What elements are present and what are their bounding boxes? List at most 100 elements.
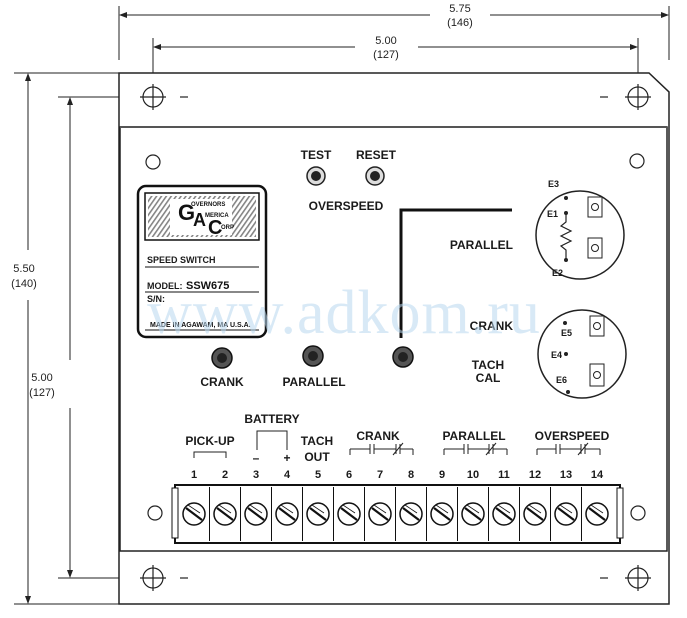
terminal-screw[interactable] [337, 502, 361, 526]
overspeed-contact-symbols [536, 442, 601, 456]
logo-america: MERICA [205, 213, 229, 219]
test-button[interactable] [306, 166, 326, 186]
terminal-number: 1 [191, 469, 197, 481]
mounting-hole-top-left [140, 84, 188, 110]
crank-contact-symbols [349, 442, 414, 456]
e4-label: E4 [551, 350, 562, 360]
dim-hole-height: 5.00 [31, 372, 52, 384]
reset-label: RESET [356, 148, 397, 162]
cal-jumper-label: CAL [476, 371, 501, 385]
logo-governors: OVERNORS [191, 202, 225, 208]
reset-button[interactable] [365, 166, 385, 186]
terminal-screw[interactable] [213, 502, 237, 526]
parallel-group-label: PARALLEL [442, 429, 505, 443]
dim-overall-height: 5.50 [13, 263, 34, 275]
cover-screw-bottom-left [147, 505, 163, 521]
terminal-number: 10 [467, 469, 479, 481]
watermark: www.adkom.ru [147, 279, 541, 347]
mounting-hole-top-right [600, 84, 651, 110]
dim-hole-width: 5.00 [375, 35, 396, 47]
made-in-label: MADE IN AGAWAM, MA U.S.A. [150, 322, 251, 329]
resistor-symbol [559, 214, 573, 259]
nameplate: G OVERNORS A MERICA C ORP SPEED SWITCH M… [136, 184, 268, 339]
test-label: TEST [301, 148, 332, 162]
terminal-screw[interactable] [554, 502, 578, 526]
dim-overall-height-mm: (140) [11, 278, 37, 290]
battery-bracket [256, 430, 288, 450]
terminal-number: 12 [529, 469, 541, 481]
pickup-bracket [193, 451, 227, 458]
terminal-screw[interactable] [399, 502, 423, 526]
battery-minus: – [253, 451, 260, 465]
terminal-screw[interactable] [275, 502, 299, 526]
overspeed-group-label: OVERSPEED [535, 429, 610, 443]
logo-letter-c: C [208, 217, 222, 239]
jumper-block-crank-tach [537, 309, 627, 399]
tach-out-label-1: TACH [301, 434, 333, 448]
terminal-screw[interactable] [182, 502, 206, 526]
e1-label: E1 [547, 209, 558, 219]
terminal-number: 13 [560, 469, 572, 481]
parallel-contact-symbols [443, 442, 508, 456]
terminal-number: 6 [346, 469, 352, 481]
product-name: SPEED SWITCH [147, 255, 216, 265]
e3-label: E3 [548, 179, 559, 189]
battery-group-label: BATTERY [244, 412, 299, 426]
terminal-number: 11 [498, 469, 510, 481]
e5-label: E5 [561, 328, 572, 338]
tach-out-label-2: OUT [304, 450, 330, 464]
terminal-screw[interactable] [461, 502, 485, 526]
crank-jumper-label: CRANK [470, 319, 514, 333]
model-label: MODEL: [147, 281, 183, 291]
overspeed-bracket-line [399, 208, 512, 338]
cover-screw-top-left [145, 154, 161, 170]
crank-pot[interactable] [211, 347, 233, 369]
logo-corp: ORP [221, 225, 234, 231]
logo-letter-g: G [178, 200, 195, 225]
dim-hole-height-mm: (127) [29, 387, 55, 399]
dim-hole-width-mm: (127) [373, 49, 399, 61]
terminal-number: 14 [591, 469, 604, 481]
terminal-screw[interactable] [585, 502, 609, 526]
overspeed-label: OVERSPEED [309, 199, 384, 213]
dim-overall-width: 5.75 [449, 3, 470, 15]
terminal-number: 3 [253, 469, 259, 481]
e2-label: E2 [552, 268, 563, 278]
terminal-screw[interactable] [523, 502, 547, 526]
dimension-arrows [25, 12, 669, 604]
terminal-screw[interactable] [306, 502, 330, 526]
terminal-number: 5 [315, 469, 321, 481]
crank-pot-label: CRANK [200, 375, 244, 389]
cover-screw-top-right [629, 153, 645, 169]
parallel-pot[interactable] [302, 345, 324, 367]
terminal-number: 7 [377, 469, 383, 481]
mounting-hole-bottom-left [140, 565, 188, 591]
terminal-screw[interactable] [368, 502, 392, 526]
parallel-pot-label: PARALLEL [282, 375, 345, 389]
terminal-number: 4 [284, 469, 291, 481]
pickup-group-label: PICK-UP [185, 434, 234, 448]
terminal-screw[interactable] [244, 502, 268, 526]
model-value: SSW675 [186, 280, 229, 292]
crank-group-label: CRANK [356, 429, 400, 443]
jumper-block-parallel [535, 190, 625, 280]
tach-jumper-label: TACH [472, 358, 504, 372]
e6-label: E6 [556, 375, 567, 385]
mounting-hole-bottom-right [600, 565, 651, 591]
terminal-screws [182, 487, 609, 541]
battery-plus: + [283, 451, 290, 465]
overspeed-pot[interactable] [392, 346, 414, 368]
dim-overall-width-mm: (146) [447, 17, 473, 29]
terminal-screw[interactable] [430, 502, 454, 526]
serial-label: S/N: [147, 294, 165, 304]
terminal-number: 8 [408, 469, 414, 481]
cover-screw-bottom-right [630, 505, 646, 521]
terminal-number: 9 [439, 469, 445, 481]
parallel-jumper-label: PARALLEL [450, 238, 513, 252]
terminal-screw[interactable] [492, 502, 516, 526]
terminal-number: 2 [222, 469, 228, 481]
logo-letter-a: A [193, 210, 206, 230]
